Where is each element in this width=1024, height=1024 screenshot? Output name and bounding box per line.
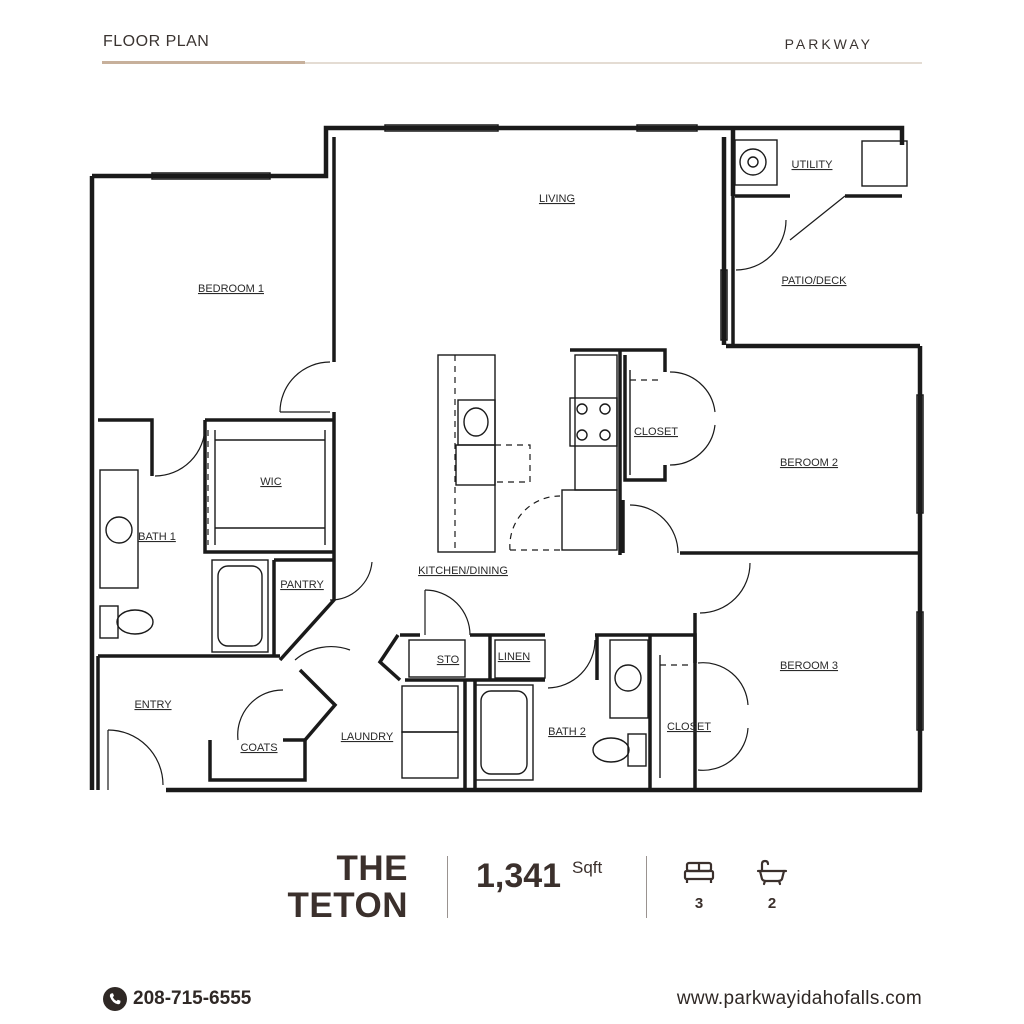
brand-name: PARKWAY xyxy=(784,36,873,52)
divider xyxy=(646,856,647,918)
room-label-bath-2: BATH 2 xyxy=(548,726,586,738)
square-footage: 1,341 xyxy=(476,857,562,895)
room-label-laundry: LAUNDRY xyxy=(341,731,394,743)
room-label-closet-bedroom-2: CLOSET xyxy=(634,426,678,438)
room-label-closet-bedroom-3: CLOSET xyxy=(667,721,711,733)
room-label-bedroom-1: BEDROOM 1 xyxy=(198,283,264,295)
room-label-entry: ENTRY xyxy=(134,699,172,711)
windows xyxy=(151,124,924,731)
room-label-pantry: PANTRY xyxy=(280,579,324,591)
phone-icon xyxy=(103,987,127,1011)
bed-icon xyxy=(683,861,715,883)
square-footage-unit: Sqft xyxy=(572,858,603,877)
unit-name: THE TETON xyxy=(250,850,408,924)
exterior-walls xyxy=(89,125,923,793)
room-label-bedroom-3: BEROOM 3 xyxy=(780,660,838,672)
bedroom-count: 3 xyxy=(694,895,704,912)
divider xyxy=(447,856,448,918)
room-label-bath-1: BATH 1 xyxy=(138,531,176,543)
room-label-patio: PATIO/DECK xyxy=(782,275,848,287)
dashed-lines xyxy=(207,355,690,666)
fixtures xyxy=(99,139,908,781)
room-label-utility: UTILITY xyxy=(792,159,834,171)
room-label-coats: COATS xyxy=(240,742,277,754)
unit-name-line-1: THE xyxy=(336,849,408,888)
bathtub-icon xyxy=(756,859,788,886)
phone-number[interactable]: 208-715-6555 xyxy=(133,988,252,1009)
interior-walls xyxy=(96,137,920,790)
room-label-wic: WIC xyxy=(260,476,281,488)
unit-name-line-2: TETON xyxy=(287,886,408,925)
room-label-bedroom-2: BEROOM 2 xyxy=(780,457,838,469)
room-label-sto: STO xyxy=(437,654,460,666)
room-label-living: LIVING xyxy=(539,193,575,205)
room-labels: LIVING UTILITY PATIO/DECK BEDROOM 1 CLOS… xyxy=(134,159,847,754)
header-rule xyxy=(102,62,922,64)
website-link[interactable]: www.parkwayidahofalls.com xyxy=(676,988,922,1009)
bathroom-count: 2 xyxy=(767,895,777,912)
room-label-kitchen: KITCHEN/DINING xyxy=(418,565,508,577)
floor-plan-title: FLOOR PLAN xyxy=(103,33,210,50)
header-accent-rule xyxy=(102,61,305,64)
room-label-linen: LINEN xyxy=(498,651,530,663)
door-swings xyxy=(107,195,846,790)
